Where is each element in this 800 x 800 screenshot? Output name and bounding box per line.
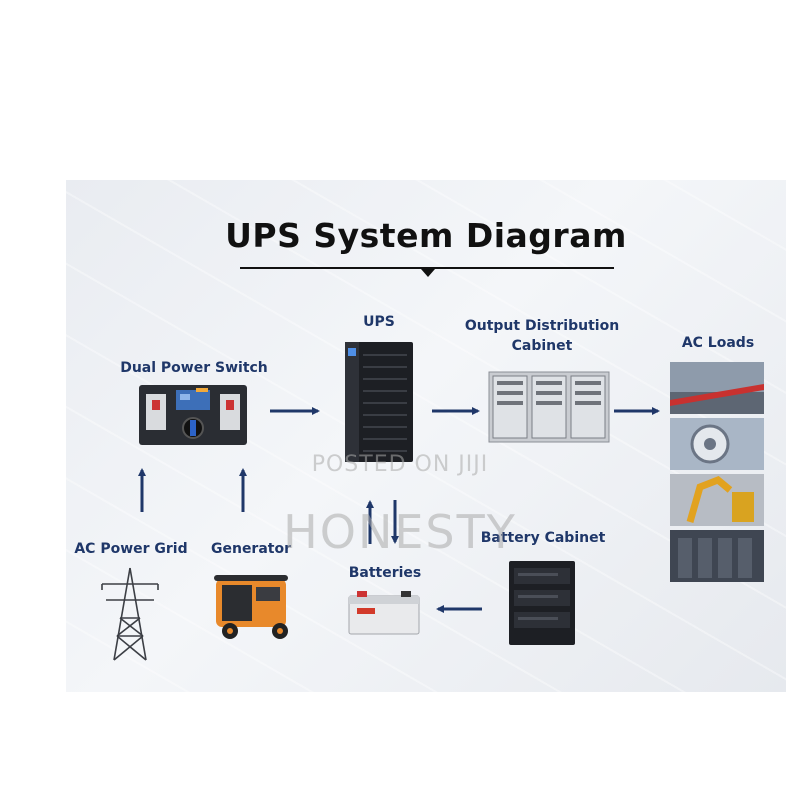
battery-cabinet-device	[509, 561, 575, 645]
dual-power-switch-device	[139, 385, 247, 445]
label-output-cabinet-1: Output Distribution	[464, 318, 620, 334]
ac-loads-images	[670, 362, 764, 582]
label-generator: Generator	[210, 541, 291, 557]
battery-device	[348, 591, 420, 635]
label-batteries: Batteries	[348, 565, 422, 581]
power-grid-tower-icon	[101, 567, 159, 661]
title-underline	[240, 267, 614, 269]
title-pointer	[421, 269, 435, 277]
diagram-panel: UPS System Diagram	[66, 180, 786, 692]
label-ups: UPS	[363, 314, 395, 330]
label-ac-power-grid: AC Power Grid	[74, 541, 188, 557]
ups-device	[345, 342, 413, 462]
label-output-cabinet-2: Cabinet	[511, 338, 573, 354]
label-ac-loads: AC Loads	[681, 335, 755, 351]
output-distribution-cabinet-device	[488, 371, 610, 443]
diagram-title: UPS System Diagram	[225, 216, 627, 255]
generator-device	[214, 575, 288, 639]
label-battery-cabinet: Battery Cabinet	[480, 530, 606, 546]
label-dual-power-switch: Dual Power Switch	[120, 360, 268, 376]
